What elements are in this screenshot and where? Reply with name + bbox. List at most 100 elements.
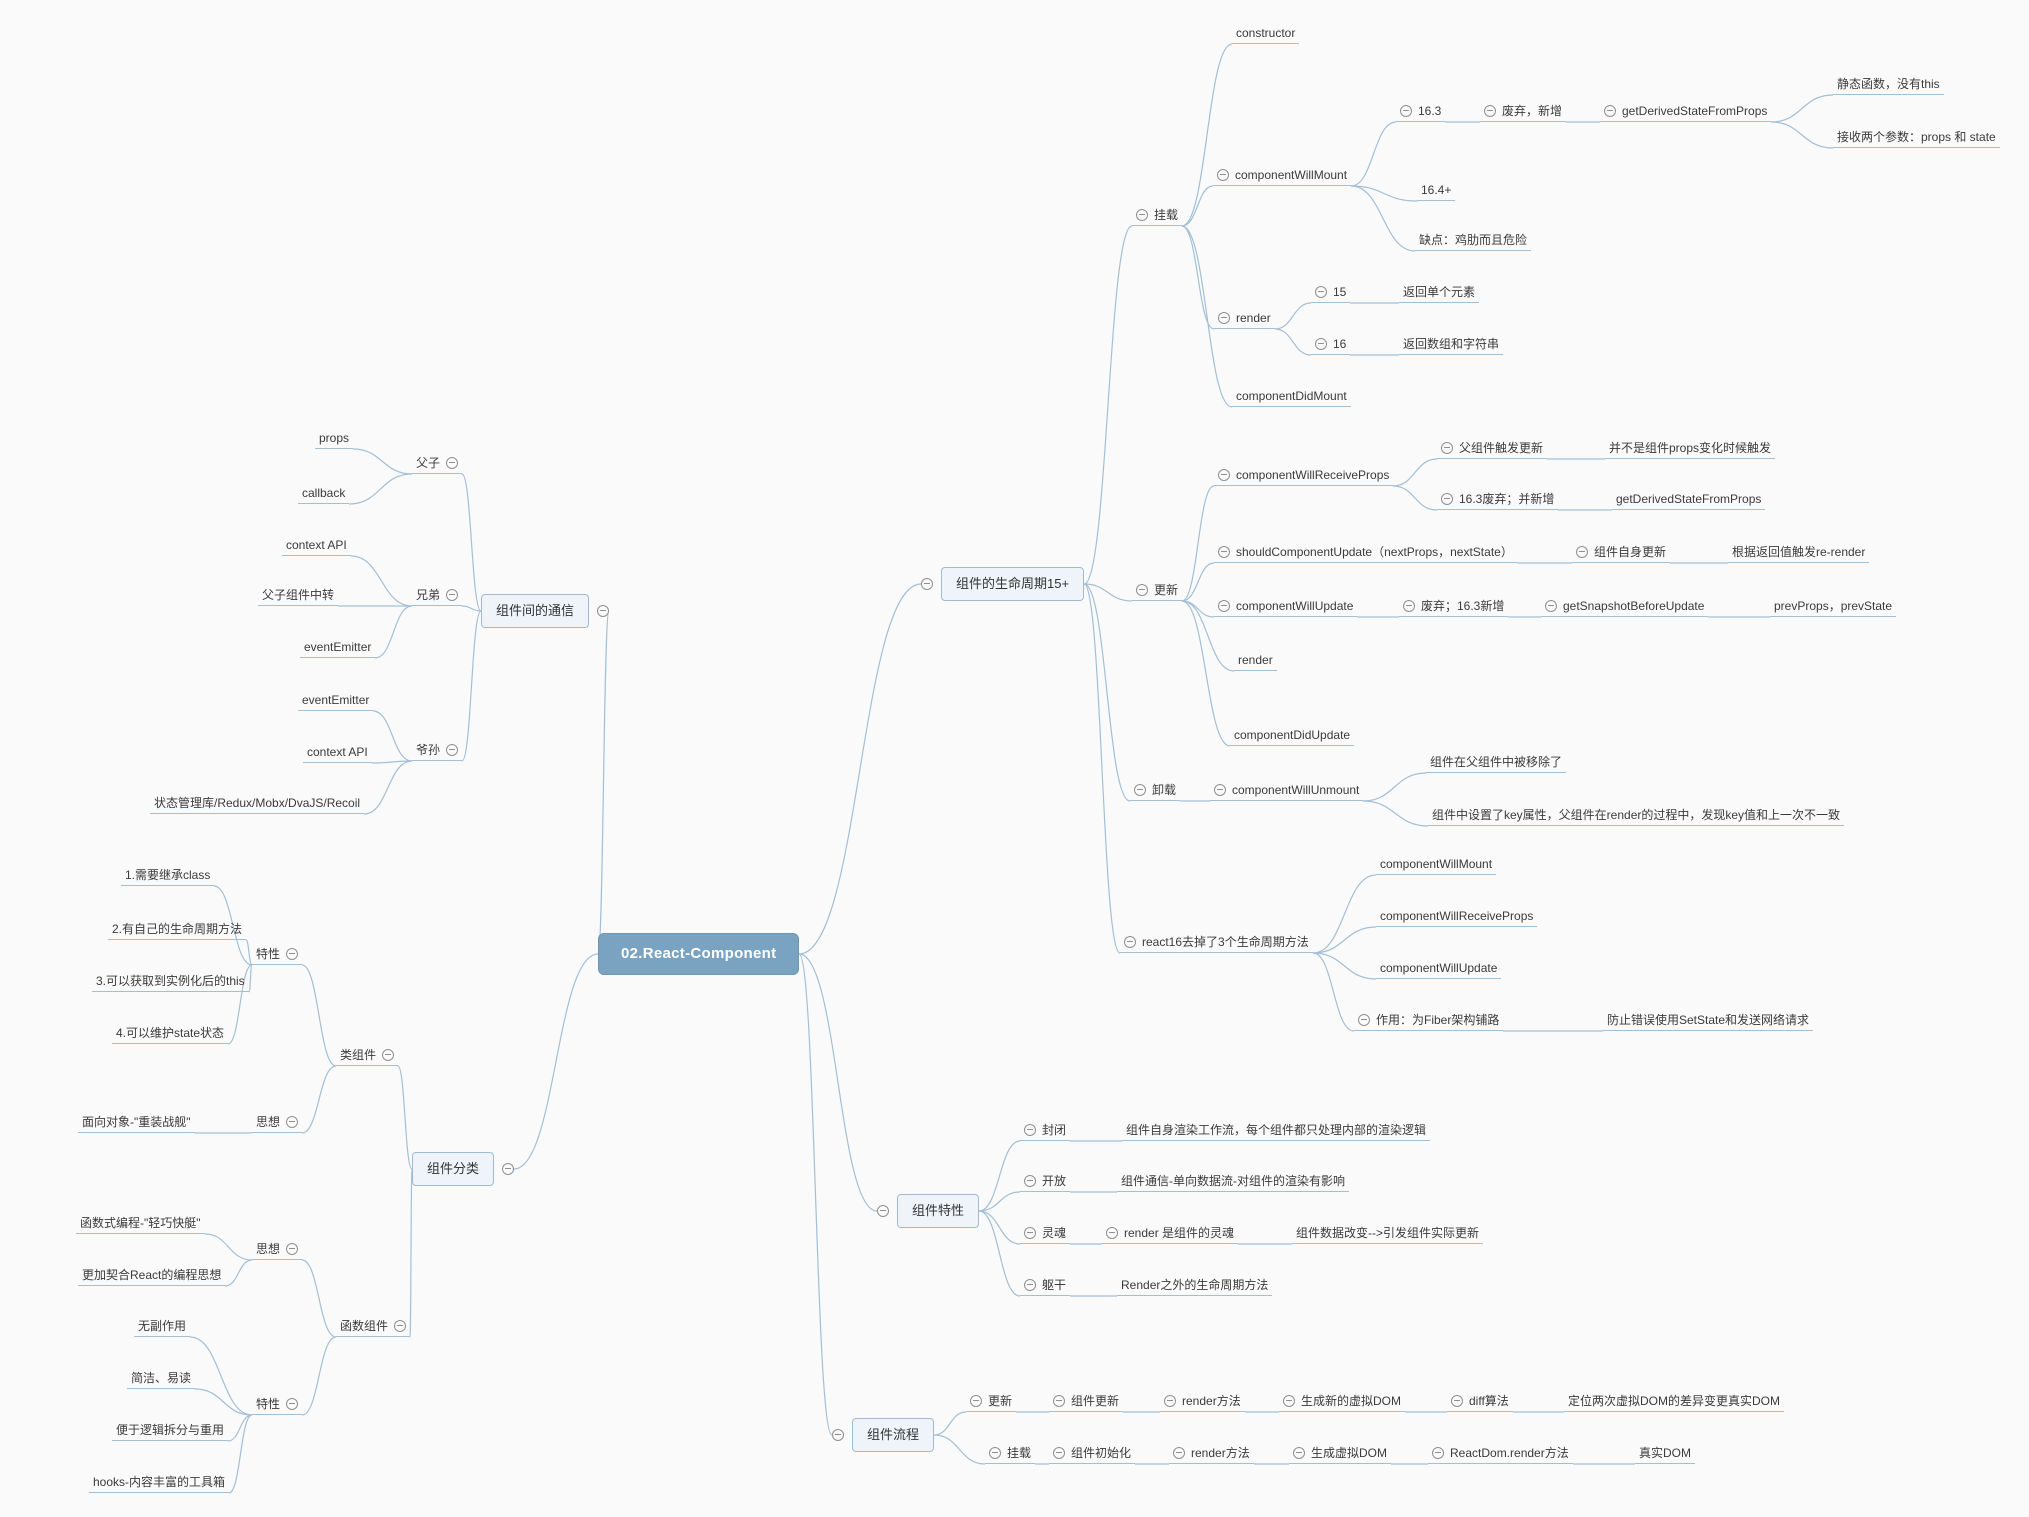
node-16-4[interactable]: 16.4+ — [1417, 180, 1456, 201]
node-v16[interactable]: 16 — [1311, 334, 1351, 355]
branch-features[interactable]: 组件特性 — [877, 1194, 980, 1228]
collapse-icon[interactable] — [394, 1320, 407, 1332]
collapse-icon[interactable] — [1484, 105, 1496, 117]
node-rerender-by-return[interactable]: 根据返回值触发re-render — [1728, 542, 1870, 563]
node-16-3[interactable]: 16.3 — [1396, 101, 1446, 122]
collapse-icon[interactable] — [286, 1398, 299, 1410]
collapse-icon[interactable] — [1218, 546, 1230, 558]
collapse-icon[interactable] — [1218, 469, 1230, 481]
node-should-component-update[interactable]: shouldComponentUpdate（nextProps，nextStat… — [1214, 542, 1517, 563]
node-return-single[interactable]: 返回单个元素 — [1399, 282, 1480, 303]
collapse-icon[interactable] — [597, 605, 610, 617]
collapse-icon[interactable] — [832, 1429, 844, 1441]
node-unmount[interactable]: 卸载 — [1130, 780, 1181, 801]
node-callback[interactable]: callback — [298, 483, 350, 504]
collapse-icon[interactable] — [1124, 936, 1136, 948]
node-prevent-misuse[interactable]: 防止错误使用SetState和发送网络请求 — [1603, 1010, 1814, 1031]
node-step-render-method[interactable]: render方法 — [1169, 1443, 1254, 1464]
branch-classification[interactable]: 组件分类 — [412, 1152, 515, 1186]
collapse-icon[interactable] — [446, 744, 459, 756]
node-step-real-dom[interactable]: 真实DOM — [1635, 1443, 1695, 1464]
node-open[interactable]: 开放 — [1020, 1171, 1071, 1192]
node-trait-extends-class[interactable]: 1.需要继承class — [121, 865, 215, 886]
node-closed-note[interactable]: 组件自身渲染工作流，每个组件都只处理内部的渲染逻辑 — [1122, 1120, 1431, 1141]
collapse-icon[interactable] — [1315, 338, 1327, 350]
node-self-update[interactable]: 组件自身更新 — [1572, 542, 1671, 563]
node-event-emitter[interactable]: eventEmitter — [300, 637, 376, 658]
collapse-icon[interactable] — [446, 589, 459, 601]
node-trunk-note[interactable]: Render之外的生命周期方法 — [1117, 1275, 1273, 1296]
collapse-icon[interactable] — [1173, 1447, 1185, 1459]
collapse-icon[interactable] — [286, 1243, 299, 1255]
node-state-libs[interactable]: 状态管理库/Redux/Mobx/DvaJS/Recoil — [150, 793, 365, 814]
node-step-new-virtual-dom[interactable]: 生成新的虚拟DOM — [1279, 1391, 1405, 1412]
node-not-props-change[interactable]: 并不是组件props变化时候触发 — [1605, 438, 1776, 459]
node-get-derived-state-from-props[interactable]: getDerivedStateFromProps — [1600, 101, 1772, 122]
node-oop-warship[interactable]: 面向对象-"重装战舰" — [78, 1112, 195, 1133]
node-step-render-method[interactable]: render方法 — [1160, 1391, 1245, 1412]
node-purpose-fiber[interactable]: 作用：为Fiber架构铺路 — [1354, 1010, 1504, 1031]
collapse-icon[interactable] — [1024, 1227, 1036, 1239]
collapse-icon[interactable] — [989, 1447, 1001, 1459]
node-closed[interactable]: 封闭 — [1020, 1120, 1071, 1141]
collapse-icon[interactable] — [1053, 1395, 1065, 1407]
collapse-icon[interactable] — [1024, 1124, 1036, 1136]
collapse-icon[interactable] — [1315, 286, 1327, 298]
collapse-icon[interactable] — [1441, 442, 1453, 454]
node-drawback[interactable]: 缺点：鸡肋而且危险 — [1415, 230, 1532, 251]
node-removed-from-parent[interactable]: 组件在父组件中被移除了 — [1426, 752, 1567, 773]
node-step-apply-diff[interactable]: 定位两次虚拟DOM的差异变更真实DOM — [1564, 1391, 1784, 1412]
branch-communication[interactable]: 组件间的通信 — [481, 594, 610, 628]
node-deprecated-added[interactable]: 废弃，新增 — [1480, 101, 1567, 122]
node-flow-mount[interactable]: 挂载 — [985, 1443, 1036, 1464]
node-method-component-will-receive-props[interactable]: componentWillReceiveProps — [1376, 906, 1538, 927]
collapse-icon[interactable] — [1400, 105, 1412, 117]
node-trunk[interactable]: 躯干 — [1020, 1275, 1071, 1296]
node-logic-split[interactable]: 便于逻辑拆分与重用 — [112, 1420, 229, 1441]
node-prev-props-state[interactable]: prevProps，prevState — [1770, 596, 1897, 617]
collapse-icon[interactable] — [1432, 1447, 1444, 1459]
node-hooks-toolbox[interactable]: hooks-内容丰富的工具箱 — [89, 1472, 230, 1493]
collapse-icon[interactable] — [1545, 600, 1557, 612]
node-update[interactable]: 更新 — [1132, 580, 1183, 601]
node-class-traits[interactable]: 特性 — [252, 944, 303, 965]
collapse-icon[interactable] — [1293, 1447, 1305, 1459]
node-open-note[interactable]: 组件通信-单向数据流-对组件的渲染有影响 — [1117, 1171, 1349, 1192]
node-grandparent[interactable]: 爷孙 — [412, 740, 463, 761]
node-trait-state[interactable]: 4.可以维护state状态 — [112, 1023, 229, 1044]
node-deprecated-16-3-added[interactable]: 废弃；16.3新增 — [1399, 596, 1509, 617]
node-step-virtual-dom[interactable]: 生成虚拟DOM — [1289, 1443, 1391, 1464]
node-step-diff[interactable]: diff算法 — [1447, 1391, 1513, 1412]
node-static-no-this[interactable]: 静态函数，没有this — [1833, 74, 1944, 95]
node-trait-this[interactable]: 3.可以获取到实例化后的this — [92, 971, 249, 992]
node-func-traits[interactable]: 特性 — [252, 1394, 303, 1415]
collapse-icon[interactable] — [1024, 1175, 1036, 1187]
node-class-component[interactable]: 类组件 — [336, 1045, 399, 1066]
collapse-icon[interactable] — [1403, 600, 1415, 612]
collapse-icon[interactable] — [1134, 784, 1146, 796]
collapse-icon[interactable] — [1218, 600, 1230, 612]
collapse-icon[interactable] — [1136, 584, 1148, 596]
collapse-icon[interactable] — [1053, 1447, 1065, 1459]
node-method-component-will-update[interactable]: componentWillUpdate — [1376, 958, 1502, 979]
collapse-icon[interactable] — [1024, 1279, 1036, 1291]
node-component-will-receive-props[interactable]: componentWillReceiveProps — [1214, 465, 1394, 486]
collapse-icon[interactable] — [446, 457, 459, 469]
node-step-component-update[interactable]: 组件更新 — [1049, 1391, 1124, 1412]
collapse-icon[interactable] — [286, 1116, 299, 1128]
node-flow-update[interactable]: 更新 — [966, 1391, 1017, 1412]
node-siblings[interactable]: 兄弟 — [412, 585, 463, 606]
collapse-icon[interactable] — [382, 1049, 395, 1061]
collapse-icon[interactable] — [1106, 1227, 1118, 1239]
node-react16-removed[interactable]: react16去掉了3个生命周期方法 — [1120, 932, 1313, 953]
node-render[interactable]: render — [1214, 308, 1275, 329]
node-concise[interactable]: 简洁、易读 — [127, 1368, 196, 1389]
node-component-did-update[interactable]: componentDidUpdate — [1230, 725, 1355, 746]
node-data-change[interactable]: 组件数据改变-->引发组件实际更新 — [1292, 1223, 1484, 1244]
node-component-did-mount[interactable]: componentDidMount — [1232, 386, 1351, 407]
node-16-3-deprecated[interactable]: 16.3废弃；并新增 — [1437, 489, 1559, 510]
collapse-icon[interactable] — [1358, 1014, 1370, 1026]
collapse-icon[interactable] — [970, 1395, 982, 1407]
collapse-icon[interactable] — [1441, 493, 1453, 505]
node-context-api[interactable]: context API — [282, 535, 351, 556]
